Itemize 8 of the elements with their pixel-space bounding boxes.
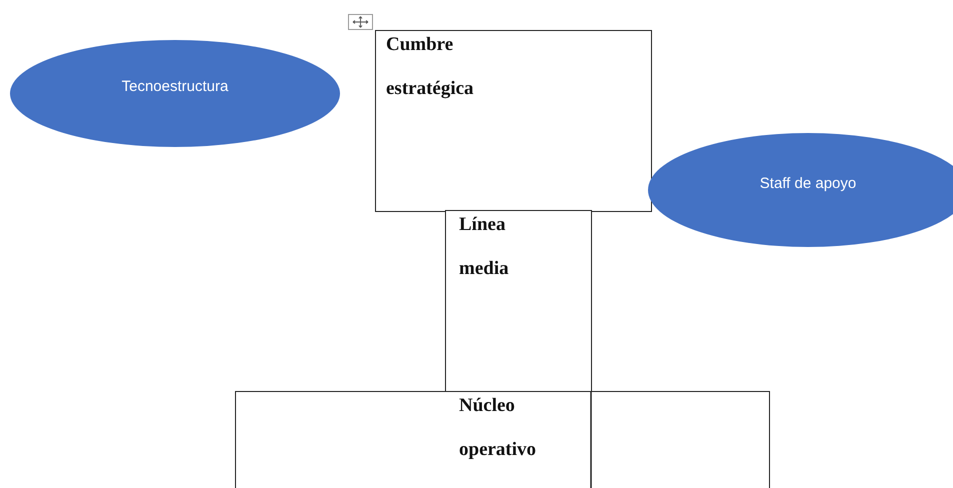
box-label: Núcleo operativo [459,394,538,462]
box-label: Línea media [459,213,510,281]
rectangle-box [235,391,770,488]
box-label: Tecnoestructura [122,78,228,95]
rectangle-box [375,30,652,212]
box-label: Staff de apoyo [760,174,856,192]
box-label: Cumbre estratégica [386,33,475,101]
rectangle-box [445,210,592,392]
